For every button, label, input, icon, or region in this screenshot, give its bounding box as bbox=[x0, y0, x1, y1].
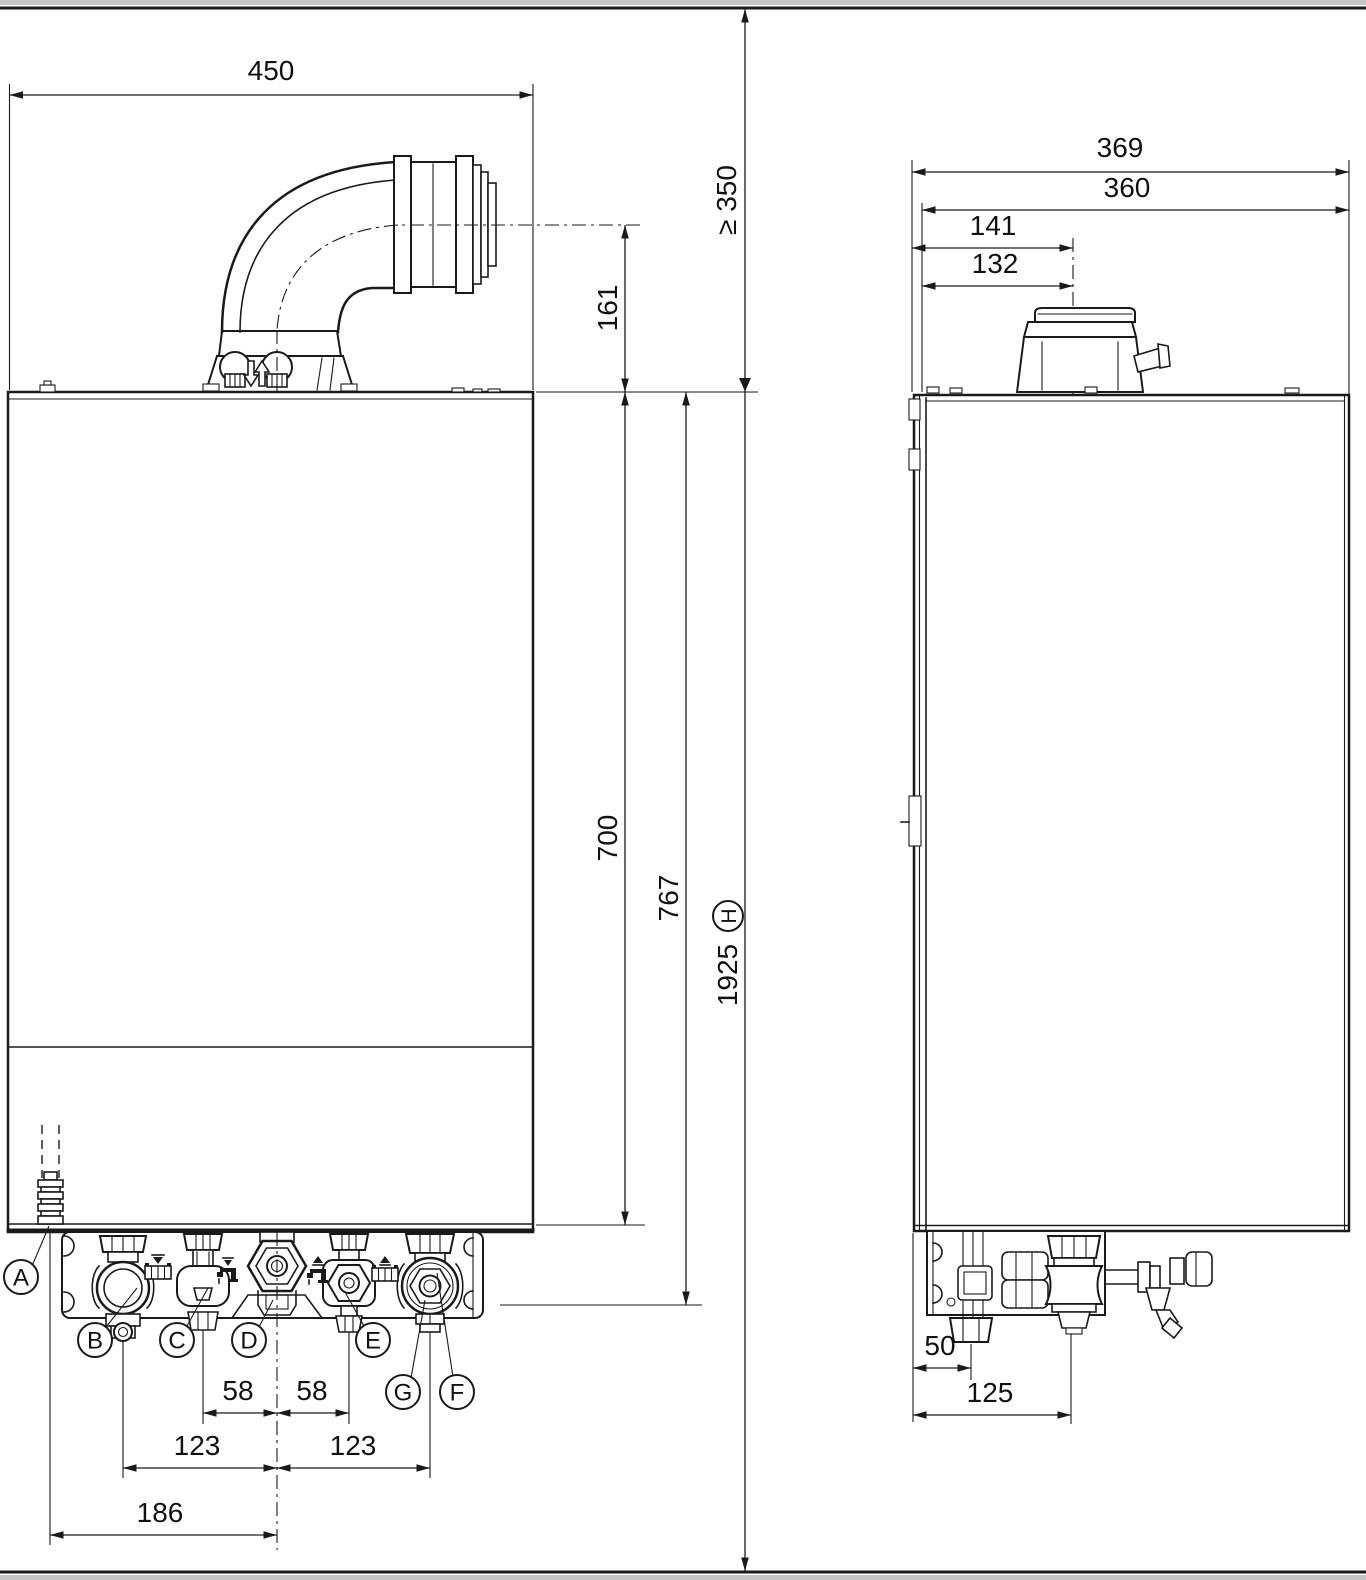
valve-e bbox=[322, 1233, 376, 1333]
side-main-valve bbox=[1044, 1235, 1104, 1335]
floor-line bbox=[0, 1570, 1366, 1580]
drain-valve bbox=[113, 1322, 133, 1342]
valve-knob bbox=[1185, 1251, 1213, 1287]
adapter-side-port bbox=[1133, 343, 1171, 373]
side-bottom-valves bbox=[926, 1230, 1213, 1343]
dim-1925: 1925 bbox=[712, 944, 743, 1006]
label-f bbox=[439, 1374, 475, 1410]
dim-186: 186 bbox=[137, 1497, 184, 1528]
dim-58-right: 58 bbox=[296, 1375, 327, 1406]
door-latch bbox=[900, 795, 922, 847]
label-c-text: C bbox=[168, 1328, 185, 1355]
side-view: 369 360 141 132 50 125 bbox=[900, 132, 1351, 1424]
dim-58-left: 58 bbox=[222, 1375, 253, 1406]
cold-water-icon bbox=[217, 1257, 238, 1284]
flue-adapter-side bbox=[1015, 307, 1171, 394]
label-e bbox=[355, 1322, 391, 1358]
label-d bbox=[231, 1322, 267, 1358]
side-gas-nut bbox=[948, 1317, 994, 1343]
side-extension-lines bbox=[911, 160, 1350, 1424]
connection-a-pipe bbox=[37, 1125, 64, 1225]
label-e-text: E bbox=[365, 1328, 381, 1355]
dim-161: 161 bbox=[592, 285, 623, 332]
label-d-text: D bbox=[240, 1328, 257, 1355]
flow-direction-arrows bbox=[242, 359, 271, 388]
pressure-relief-valve bbox=[1104, 1251, 1213, 1340]
ceiling-line bbox=[0, 0, 1366, 10]
side-outline bbox=[900, 386, 1351, 1233]
connection-labels: A B C D E G F bbox=[3, 1225, 475, 1410]
flue-centerline bbox=[276, 224, 640, 391]
dim-50: 50 bbox=[924, 1330, 955, 1361]
label-b-text: B bbox=[87, 1328, 103, 1355]
label-g-text: G bbox=[394, 1380, 413, 1407]
valve-b bbox=[91, 1235, 155, 1342]
dim-123-right: 123 bbox=[330, 1430, 377, 1461]
pipe-union-nuts bbox=[224, 373, 288, 388]
front-dimensions: 450 ≥ 350 161 700 767 1925 H 58 58 123 1… bbox=[9, 8, 751, 1571]
dhw-outlet-icon bbox=[307, 1256, 328, 1285]
down-arrow-icon bbox=[242, 360, 260, 388]
side-dimensions: 369 360 141 132 50 125 bbox=[912, 132, 1349, 1419]
front-boiler-outline bbox=[6, 380, 535, 1234]
label-c bbox=[159, 1322, 195, 1358]
dim-767: 767 bbox=[653, 875, 684, 922]
dim-350-bottom-arrow bbox=[739, 378, 751, 392]
dim-369: 369 bbox=[1097, 132, 1144, 163]
dim-141: 141 bbox=[970, 210, 1017, 241]
valve-c bbox=[176, 1233, 230, 1331]
valve-fg bbox=[396, 1233, 464, 1333]
label-a-text: A bbox=[13, 1265, 29, 1292]
dim-125: 125 bbox=[967, 1377, 1014, 1408]
bottom-manifold bbox=[61, 1231, 484, 1550]
up-arrow-icon bbox=[253, 359, 271, 387]
dim-123-left: 123 bbox=[174, 1430, 221, 1461]
height-ref-h: H bbox=[718, 908, 741, 923]
dim-132: 132 bbox=[972, 248, 1019, 279]
dim-clearance-350: ≥ 350 bbox=[711, 165, 742, 235]
dim-360: 360 bbox=[1104, 172, 1151, 203]
flue-elbow bbox=[202, 155, 640, 393]
height-ref-circle bbox=[712, 900, 744, 932]
front-view: A B C D E G F 450 ≥ 350 bbox=[3, 8, 758, 1571]
dim-700: 700 bbox=[592, 815, 623, 862]
dim-450: 450 bbox=[248, 55, 295, 86]
label-f-text: F bbox=[450, 1380, 465, 1407]
label-g bbox=[385, 1374, 421, 1410]
door-hinge bbox=[908, 398, 921, 471]
heating-return-icon bbox=[144, 1254, 172, 1280]
label-b bbox=[77, 1322, 113, 1358]
label-a bbox=[3, 1259, 39, 1295]
heating-flow-icon bbox=[371, 1256, 399, 1282]
